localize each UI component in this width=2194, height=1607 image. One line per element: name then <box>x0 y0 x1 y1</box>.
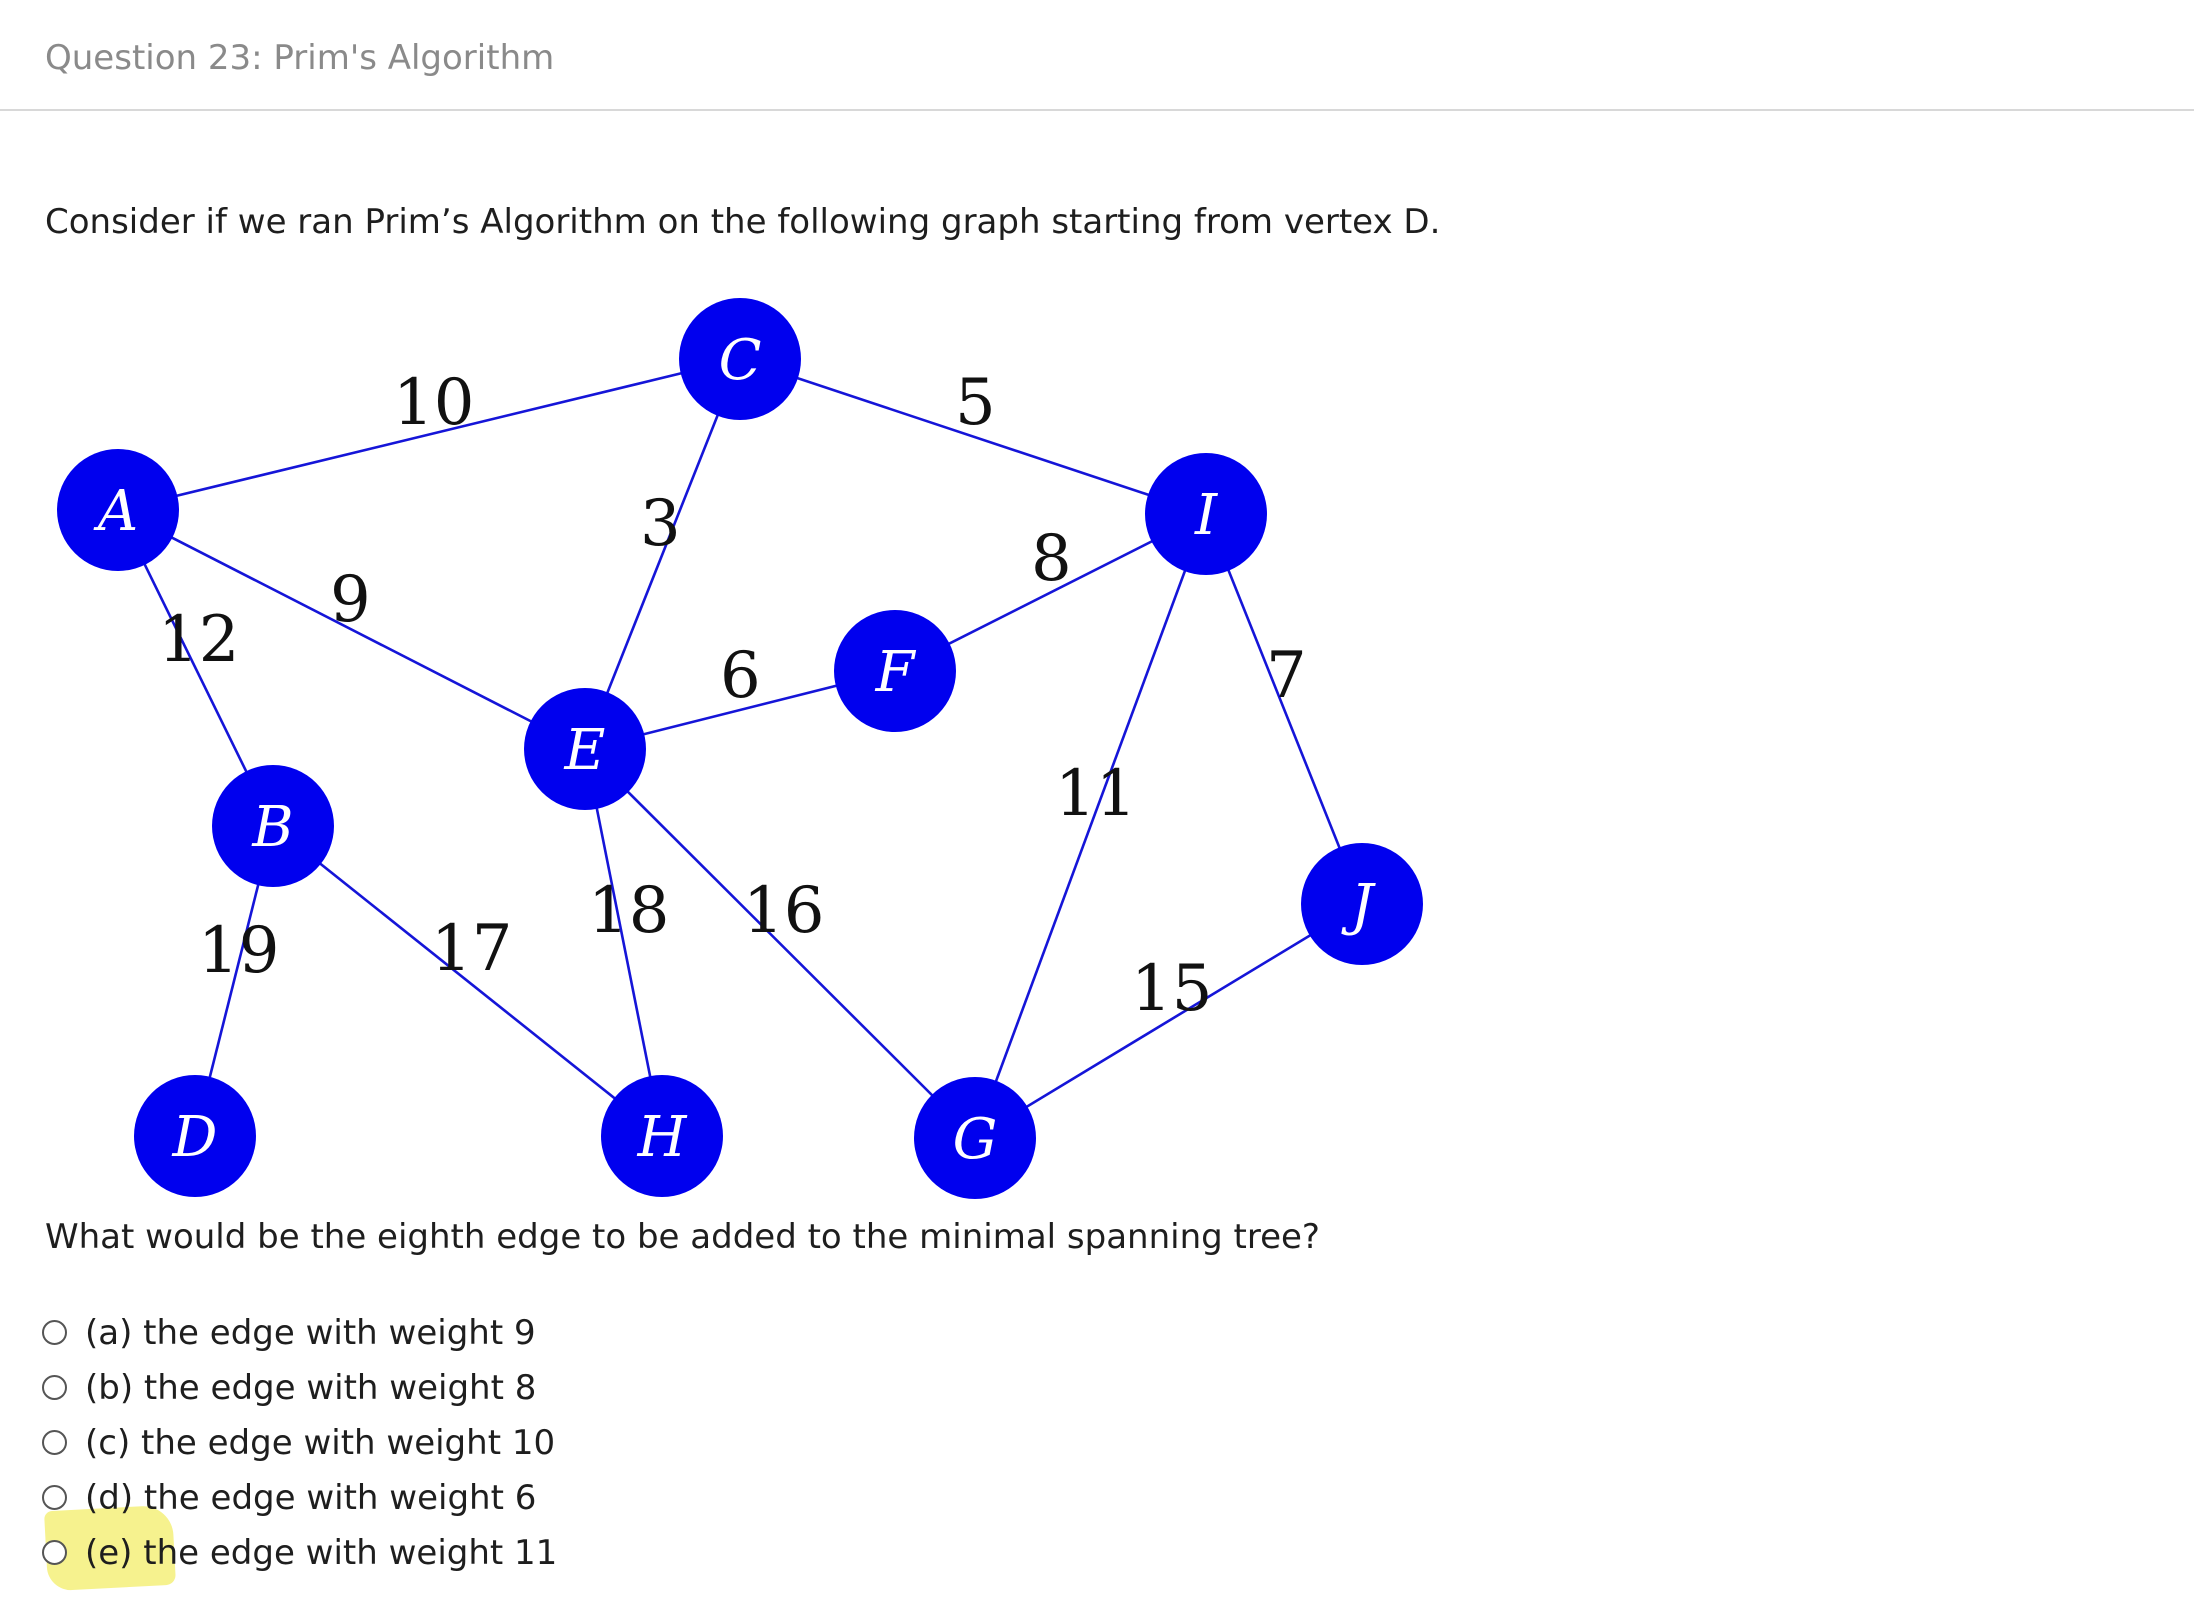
weight-g-j: 15 <box>1131 952 1212 1026</box>
radio-button-c[interactable] <box>42 1430 67 1455</box>
node-e-label: E <box>564 718 606 783</box>
weight-b-h: 17 <box>431 912 512 986</box>
option-b[interactable]: (b) the edge with weight 8 <box>42 1360 557 1415</box>
edge-i-j <box>1204 513 1364 905</box>
answer-options: (a) the edge with weight 9 (b) the edge … <box>42 1305 557 1580</box>
node-a-label: A <box>93 479 138 544</box>
option-e[interactable]: (e) the edge with weight 11 <box>42 1525 557 1580</box>
edge-a-c <box>117 357 741 512</box>
node-c-label: C <box>719 328 762 393</box>
option-d[interactable]: (d) the edge with weight 6 <box>42 1470 557 1525</box>
option-e-label: (e) the edge with weight 11 <box>85 1532 558 1573</box>
header-bar: Question 23: Prim's Algorithm <box>0 0 2194 111</box>
node-b-label: B <box>251 795 293 860</box>
node-a: A <box>57 449 179 571</box>
radio-button-d[interactable] <box>42 1485 67 1510</box>
node-i: I <box>1145 453 1267 575</box>
edge-a-e <box>117 508 586 751</box>
node-e: E <box>524 688 646 810</box>
weight-b-d: 19 <box>198 914 279 988</box>
option-a-label: (a) the edge with weight 9 <box>85 1312 536 1353</box>
option-a[interactable]: (a) the edge with weight 9 <box>42 1305 557 1360</box>
weight-g-i: 11 <box>1055 757 1136 831</box>
edge-c-i <box>739 357 1207 516</box>
radio-button-a[interactable] <box>42 1320 67 1345</box>
weight-e-g: 16 <box>743 874 824 948</box>
radio-button-e[interactable] <box>42 1540 67 1565</box>
weight-a-b: 12 <box>158 603 239 677</box>
weight-c-i: 5 <box>955 366 996 440</box>
node-g-label: G <box>953 1107 998 1172</box>
weight-e-h: 18 <box>588 874 669 948</box>
node-h: H <box>601 1075 723 1197</box>
edge-b-h <box>272 824 663 1138</box>
option-c-label: (c) the edge with weight 10 <box>85 1422 556 1463</box>
graph-nodes: A B C D E F G H <box>57 298 1423 1199</box>
node-d: D <box>134 1075 256 1197</box>
weight-e-f: 6 <box>720 639 761 713</box>
edge-g-j <box>974 902 1363 1140</box>
node-i-label: I <box>1194 483 1219 548</box>
edge-c-e <box>583 358 742 750</box>
edge-g-i <box>973 513 1208 1139</box>
node-c: C <box>679 298 801 420</box>
weight-f-i: 8 <box>1031 522 1072 596</box>
edge-weights: 10 5 3 8 9 12 7 6 11 19 17 18 16 15 <box>158 366 1307 1026</box>
radio-button-b[interactable] <box>42 1375 67 1400</box>
option-d-label: (d) the edge with weight 6 <box>85 1477 537 1518</box>
question-prompt: Consider if we ran Prim’s Algorithm on t… <box>45 202 1441 242</box>
weight-c-e: 3 <box>640 487 681 561</box>
node-b: B <box>212 765 334 887</box>
weight-a-e: 9 <box>330 563 371 637</box>
node-f: F <box>834 610 956 732</box>
weight-i-j: 7 <box>1266 639 1307 713</box>
question-title: Question 23: Prim's Algorithm <box>45 38 555 78</box>
node-h-label: H <box>637 1105 688 1170</box>
weight-a-c: 10 <box>393 366 474 440</box>
option-c[interactable]: (c) the edge with weight 10 <box>42 1415 557 1470</box>
node-d-label: D <box>172 1105 218 1170</box>
option-b-label: (b) the edge with weight 8 <box>85 1367 537 1408</box>
node-j: J <box>1301 843 1423 965</box>
question-subprompt: What would be the eighth edge to be adde… <box>45 1217 1320 1257</box>
node-g: G <box>914 1077 1036 1199</box>
node-f-label: F <box>875 640 917 705</box>
